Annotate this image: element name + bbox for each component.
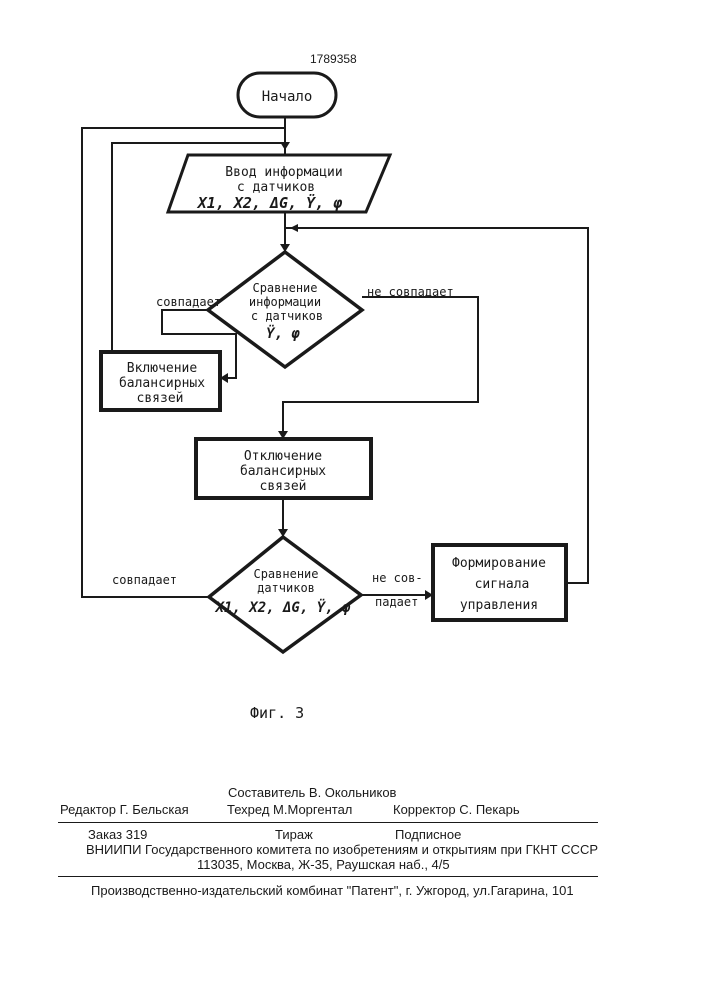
compare2-no-label-1: не сов- xyxy=(372,571,423,585)
disable-line-2: балансирных xyxy=(240,464,326,479)
arrowhead-input xyxy=(280,142,290,150)
compare2-no-label-2: падает xyxy=(375,595,418,609)
circulation: Тираж xyxy=(275,828,313,841)
compiler: Составитель В. Окольников xyxy=(228,786,396,799)
compare1-line-4: Ÿ, φ xyxy=(266,325,300,342)
order: Заказ 319 xyxy=(88,828,147,841)
compare2-yes-label: совпадает xyxy=(112,573,177,587)
input-line-1: Ввод информации xyxy=(225,165,342,180)
footer-rule-1 xyxy=(58,822,598,823)
org-line-1: ВНИИПИ Государственного комитета по изоб… xyxy=(86,843,598,856)
control-line-3: управления xyxy=(460,598,538,613)
start-label: Начало xyxy=(262,89,313,105)
compare1-no-label: не совпадает xyxy=(367,285,454,299)
techred: Техред М.Моргентал xyxy=(227,803,352,816)
line-control-loop-back xyxy=(285,228,588,583)
arrowhead-loop-top xyxy=(290,224,298,232)
compare2-line-2: датчиков xyxy=(257,581,315,595)
compare1-yes-label: совпадает xyxy=(156,295,221,309)
org-line-2: 113035, Москва, Ж-35, Раушская наб., 4/5 xyxy=(197,858,450,871)
input-line-2: с датчиков xyxy=(237,180,315,195)
disable-line-3: связей xyxy=(260,479,307,494)
compare2-line-1: Сравнение xyxy=(253,567,318,581)
footer-rule-2 xyxy=(58,876,598,877)
figure-caption: Фиг. 3 xyxy=(250,706,304,721)
compare1-line-3: с датчиков xyxy=(251,309,323,323)
input-variables: X1, X2, ΔG, Ÿ, φ xyxy=(196,193,343,212)
enable-line-2: балансирных xyxy=(119,376,205,391)
compare1-line-2: информации xyxy=(249,295,321,309)
editor: Редактор Г. Бельская xyxy=(60,803,189,816)
corrector: Корректор С. Пекарь xyxy=(393,803,520,816)
publisher: Производственно-издательский комбинат "П… xyxy=(91,884,574,897)
disable-line-1: Отключение xyxy=(244,449,322,464)
compare1-line-1: Сравнение xyxy=(252,281,317,295)
enable-line-3: связей xyxy=(137,391,184,406)
subscription: Подписное xyxy=(395,828,461,841)
compare2-line-3: X1, X2, ΔG, Ÿ, φ xyxy=(215,599,351,616)
control-line-2: сигнала xyxy=(475,577,530,592)
control-line-1: Формирование xyxy=(452,556,546,571)
enable-line-1: Включение xyxy=(127,361,198,376)
